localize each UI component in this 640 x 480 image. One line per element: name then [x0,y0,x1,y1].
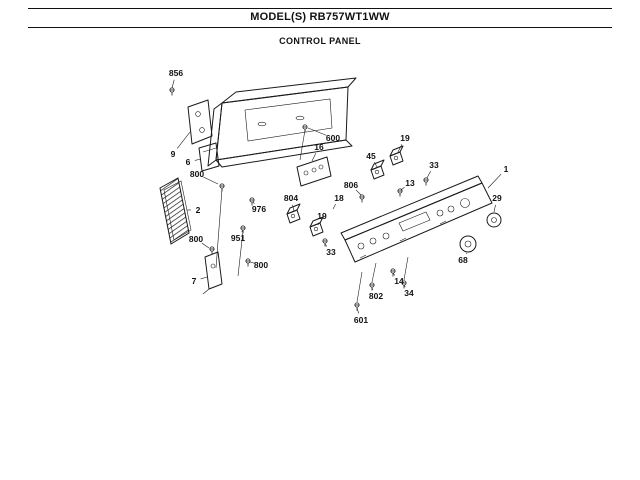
callout-leader [371,287,374,290]
callout-802: 802 [369,291,383,301]
callout-leader [307,127,327,136]
callout-29: 29 [492,193,502,203]
switch-block [309,216,324,237]
switch-block [370,159,385,180]
callout-leader [356,307,360,314]
knob [459,235,477,253]
callout-34: 34 [404,288,414,298]
callout-7: 7 [192,276,197,286]
callout-601: 601 [354,315,368,325]
alignment-lines [215,129,409,303]
callout-leader [177,131,191,149]
callout-800: 800 [190,169,204,179]
callout-804: 804 [284,193,298,203]
callout-leader [403,284,406,288]
model-title: MODEL(S) RB757WT1WW [250,11,390,23]
small-bracket [198,142,220,172]
callout-600: 600 [326,133,340,143]
callout-1: 1 [504,164,509,174]
knob [486,212,502,228]
callout-leader [400,187,405,191]
callout-leader [203,176,219,185]
callout-leader [194,158,202,161]
callout-13: 13 [405,178,415,188]
callout-33: 33 [429,160,439,170]
callout-leader [426,171,431,179]
callout-leader [324,243,328,247]
side-trim-panel [159,177,192,245]
callout-9: 9 [171,149,176,159]
callout-leader [487,173,502,189]
callout-18: 18 [334,193,344,203]
section-title: CONTROL PANEL [279,36,361,46]
callout-45: 45 [366,151,376,161]
callout-68: 68 [458,255,468,265]
callout-806: 806 [344,180,358,190]
switch-block [389,145,404,166]
callout-leader [332,204,336,210]
callout-labels: 856 600 9 16 19 45 33 6 800 806 13 804 18 2 976 19 800 95… [169,68,509,325]
callout-14: 14 [394,276,404,286]
callout-leader [397,144,403,153]
callout-leader [392,272,396,276]
callout-800: 800 [189,234,203,244]
screw-fasteners [169,87,429,311]
switch-block [286,203,301,224]
callout-leader [493,204,496,213]
callout-leader [171,79,175,89]
rear-panel [207,77,357,168]
callout-leader [252,201,255,204]
callout-976: 976 [252,204,266,214]
callout-leader [200,276,208,280]
callout-19: 19 [317,211,327,221]
callout-6: 6 [186,157,191,167]
left-end-bracket [187,99,213,145]
callout-19: 19 [400,133,410,143]
callout-leader [317,222,320,226]
control-panel [340,175,493,263]
callout-leader [355,189,362,196]
callout-856: 856 [169,68,183,78]
callout-leader [249,261,255,264]
callout-951: 951 [231,233,245,243]
header-rule-bottom [28,27,612,28]
callout-leader [374,162,378,168]
callout-leader [201,242,210,249]
callout-leader [311,153,317,162]
callout-33: 33 [326,247,336,257]
callout-leader [241,229,244,233]
callout-800: 800 [254,260,268,270]
callout-leader [292,204,295,212]
header-rule-top [28,8,612,9]
clock-plate [296,156,332,187]
callout-16: 16 [314,142,324,152]
callout-leader [466,252,468,255]
callout-2: 2 [196,205,201,215]
support-bracket [202,251,223,295]
